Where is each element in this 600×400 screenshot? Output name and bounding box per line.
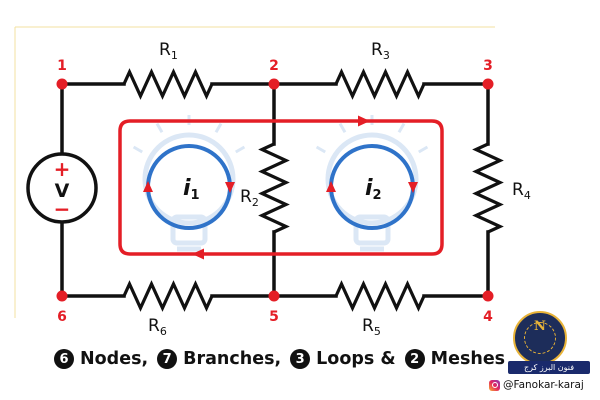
lightbulb-watermarks <box>132 115 429 252</box>
resistor-r5 <box>334 280 426 312</box>
resistor-r4 <box>472 142 504 234</box>
mesh-i2-arrow-left <box>326 181 336 192</box>
mesh-i1-arrow-left <box>143 181 153 192</box>
node-label-6: 6 <box>57 309 67 325</box>
node-label-2: 2 <box>269 58 279 74</box>
branches-count-badge: 7 <box>157 349 178 369</box>
outer-loop-arrow-bottom <box>192 248 204 260</box>
circuit-wires <box>60 82 490 298</box>
label-r2: R2 <box>240 187 259 209</box>
instagram-icon <box>489 379 500 391</box>
current-label-i1: i1 <box>183 176 200 203</box>
summary-caption: 6 Nodes, 7 Branches, 3 Loops & 2 Meshes <box>52 342 505 376</box>
voltage-source <box>26 152 98 224</box>
brand-logo: N <box>513 311 567 365</box>
source-minus-sign: − <box>54 197 71 221</box>
label-r1: R1 <box>159 40 178 62</box>
logo-ring <box>524 322 556 354</box>
current-label-i2: i2 <box>365 176 382 203</box>
node-label-4: 4 <box>483 309 493 325</box>
nodes-count-badge: 6 <box>54 349 74 369</box>
resistor-r2 <box>258 142 290 234</box>
node-dot-4 <box>482 290 494 302</box>
handle-text: @Fanokar-karaj <box>503 379 584 391</box>
label-r3: R3 <box>371 40 390 62</box>
source-label: V <box>55 180 70 202</box>
watermark-bulb-left <box>132 115 246 252</box>
source-plus-sign: + <box>54 157 71 181</box>
outer-loop-arrow-top <box>358 115 370 127</box>
outer-loop-path <box>118 119 444 256</box>
node-dot-6 <box>56 290 68 302</box>
watermark-bulb-right <box>315 115 429 252</box>
resistor-r6 <box>122 280 214 312</box>
loops-label: Loops & <box>316 349 396 369</box>
logo-letter: N <box>534 319 546 334</box>
label-r4: R4 <box>512 180 531 202</box>
node-dot-1 <box>56 78 68 90</box>
node-dot-2 <box>268 78 280 90</box>
loops-count-badge: 3 <box>290 349 311 369</box>
node-dot-5 <box>268 290 280 302</box>
resistor-r1 <box>122 68 214 100</box>
meshes-count-badge: 2 <box>404 349 425 369</box>
meshes-label: Meshes <box>430 349 506 369</box>
instagram-handle[interactable]: @Fanokar-karaj <box>489 378 584 392</box>
node-label-1: 1 <box>57 58 67 74</box>
label-r5: R5 <box>362 316 381 338</box>
mesh-i1-arrow-right <box>225 182 235 193</box>
nodes-label: Nodes, <box>80 349 149 369</box>
branches-label: Branches, <box>183 349 282 369</box>
node-label-5: 5 <box>269 309 279 325</box>
label-r6: R6 <box>148 316 167 338</box>
resistor-r3 <box>334 68 426 100</box>
node-label-3: 3 <box>483 58 493 74</box>
node-dot-3 <box>482 78 494 90</box>
brand-persian-name: فنون البرز کرج <box>508 361 590 374</box>
mesh-i2-arrow-right <box>408 182 418 193</box>
